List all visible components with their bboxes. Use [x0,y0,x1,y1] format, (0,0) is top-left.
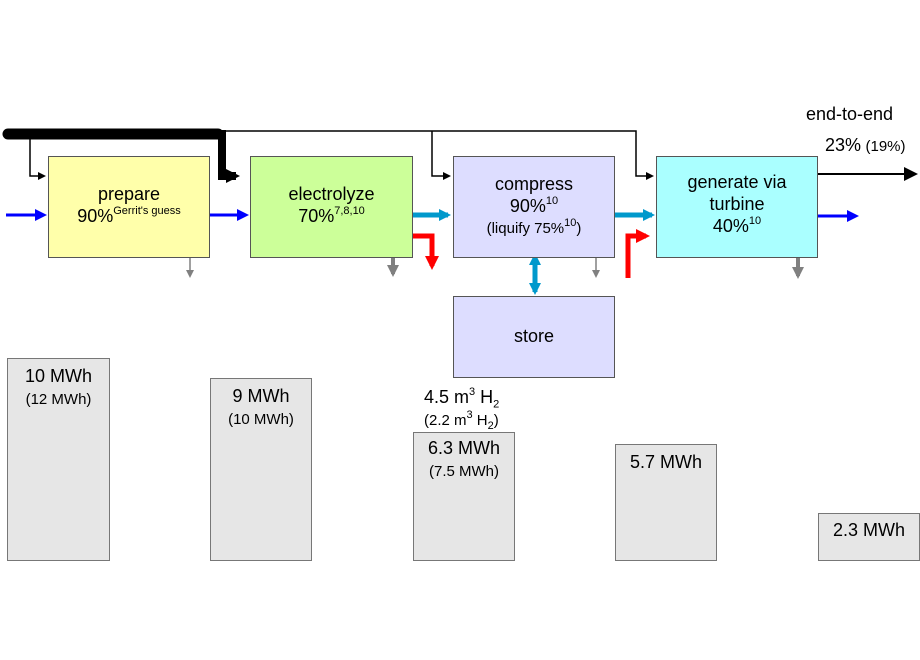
compress-box: compress 90%10 (liquify 75%10) [453,156,615,258]
energy-value: 10 MWh [24,366,93,386]
branch-to-prepare [29,134,46,180]
compress-title: compress [494,174,574,194]
store-title: store [513,326,555,346]
energy-alt: (7.5 MWh) [428,463,499,480]
heat-arrow-generate [625,229,650,278]
compress-efficiency: 90% [509,196,546,216]
branch-to-compress [431,131,451,180]
end-to-end-value-row: 23% (19%) [825,134,906,156]
heat-arrow-electrolyze [412,233,439,270]
end-to-end-label: end-to-end [806,104,894,124]
generate-efficiency: 40% [712,216,749,236]
prepare-note: Gerrit's guess [113,205,181,217]
energy-value: 6.3 MWh [427,438,501,458]
compress-alt: (liquify 75%10) [486,217,582,238]
end-to-end-alt: (19%) [865,138,906,155]
generate-note: 10 [748,215,762,227]
electrolyze-box: electrolyze 70%7,8,10 [250,156,413,258]
energy-alt: (12 MWh) [25,391,92,408]
generate-title-line2: turbine [709,194,765,214]
energy-bar-output: 2.3 MWh [818,513,920,561]
branch-to-generate [635,172,654,180]
electrolyze-title: electrolyze [288,184,375,204]
generate-box: generate via turbine 40%10 [656,156,818,258]
energy-bar-input: 10 MWh (12 MWh) [7,358,110,561]
compress-note: 10 [545,195,559,207]
prepare-title: prepare [97,184,161,204]
energy-alt: (10 MWh) [228,411,294,428]
store-box: store [453,296,615,378]
h2-volume-alt: (2.2 m3 H2) [424,409,499,432]
prepare-efficiency: 90% [77,206,114,226]
generate-title-line1: generate via [687,172,787,192]
energy-bar-prepared: 9 MWh (10 MWh) [210,378,312,561]
electrolyze-note: 7,8,10 [334,205,365,217]
energy-value: 5.7 MWh [629,452,703,472]
energy-bar-compressed: 5.7 MWh [615,444,717,561]
energy-bar-hydrogen: 6.3 MWh (7.5 MWh) [413,432,515,561]
thin-distribution-line [19,130,637,172]
energy-value: 9 MWh [232,386,290,406]
electrolyze-efficiency: 70% [298,206,335,226]
end-to-end-value: 23% [825,135,862,155]
prepare-box: prepare 90%Gerrit's guess [48,156,210,258]
h2-volume: 4.5 m3 H2 [424,386,500,411]
energy-value: 2.3 MWh [832,520,906,540]
main-feed-arrow [218,130,240,183]
